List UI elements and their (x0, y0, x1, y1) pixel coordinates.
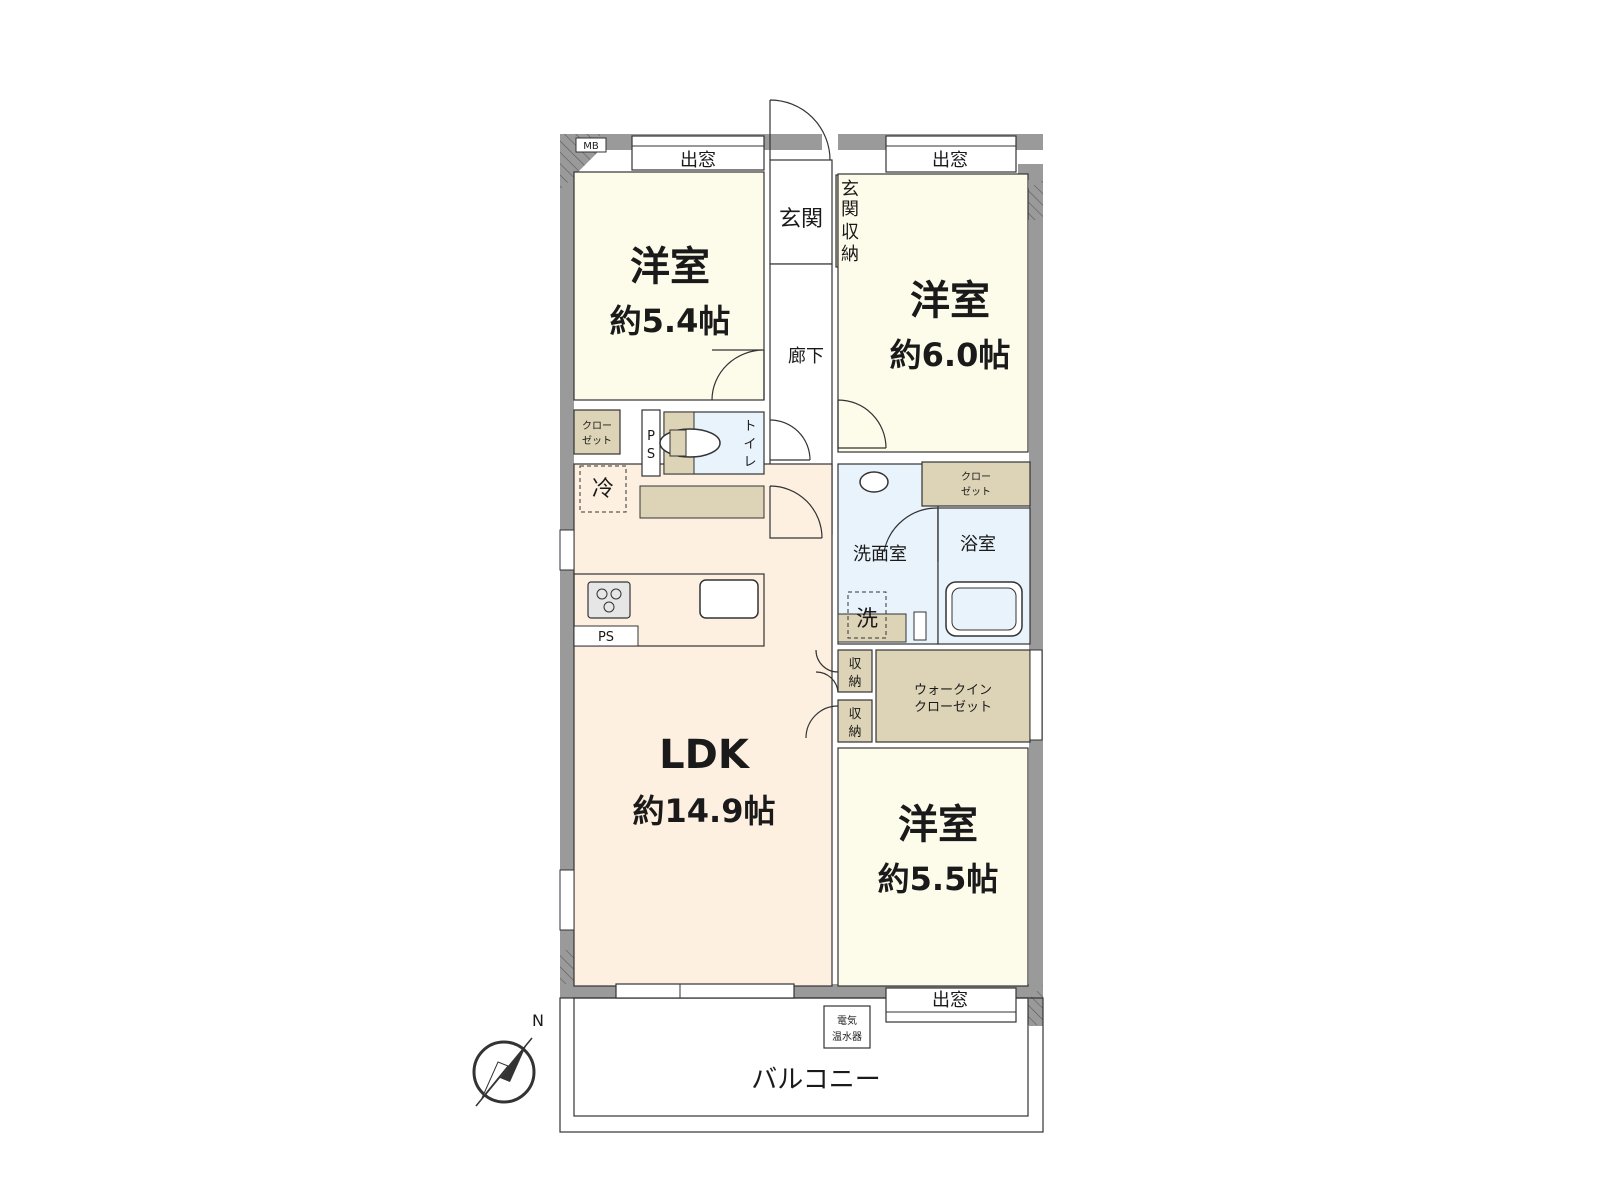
floor-storage-2 (837, 699, 873, 743)
ldk-name: LDK (659, 732, 751, 778)
floor-western-se (837, 747, 1029, 987)
bath-label: 浴室 (960, 534, 996, 555)
toilet-2: イ (743, 437, 756, 452)
floor-closet-nw (573, 409, 621, 455)
ldk-size: 約14.9帖 (633, 792, 776, 830)
floor-western-ne (837, 173, 1029, 453)
windows (559, 135, 1043, 1023)
closet-nw-2: ゼット (582, 435, 612, 447)
fridge-space (579, 465, 627, 513)
fixtures (573, 137, 1023, 1049)
north-label: N (532, 1011, 544, 1030)
western-se-size: 約5.5帖 (878, 860, 999, 898)
mb-label: MB (583, 141, 599, 152)
floor-closet-bath (921, 461, 1031, 507)
storage-2-a: 収 (848, 707, 861, 722)
entrance-storage-2: 関 (841, 199, 859, 220)
bay-window-3-label: 出窓 (932, 990, 968, 1011)
toilet-bowl (659, 428, 721, 458)
storage-1-a: 収 (848, 657, 861, 672)
ps-v-2: S (647, 447, 655, 462)
western-se-name: 洋室 (898, 802, 978, 848)
western-ne-name: 洋室 (910, 278, 990, 324)
western-ne-size: 約6.0帖 (890, 336, 1011, 374)
compass-icon (472, 1037, 536, 1107)
western-nw-name: 洋室 (630, 244, 710, 290)
ps-v-1: P (647, 429, 655, 444)
mb-box (575, 137, 607, 153)
toilet-1: ト (743, 419, 756, 434)
balcony-label: バルコニー (751, 1065, 880, 1095)
floor-western-nw (573, 171, 765, 401)
washer-label: 洗 (856, 607, 878, 632)
storage-1-b: 納 (848, 675, 861, 690)
stove (587, 581, 631, 619)
water-heater (823, 1005, 871, 1049)
floor-walk-in-closet (875, 649, 1031, 743)
wash-basin (859, 471, 889, 493)
floor-storage-1 (837, 649, 873, 693)
bay-window-1-label: 出窓 (680, 150, 716, 171)
washroom-label: 洗面室 (853, 544, 907, 565)
closet-nw-1: クロー (582, 420, 612, 432)
walk-in-closet-1: ウォークイン (914, 683, 992, 698)
storage-2-b: 納 (848, 725, 861, 740)
closet-bath-1: クロー (961, 471, 991, 483)
entrance-storage-4: 納 (841, 244, 859, 265)
western-nw-size: 約5.4帖 (610, 302, 731, 340)
closet-bath-2: ゼット (961, 486, 991, 498)
kitchen-sink (699, 579, 759, 619)
walk-in-closet-2: クローゼット (914, 700, 992, 715)
entrance-storage-3: 収 (841, 222, 859, 243)
water-heater-1: 電気 (837, 1014, 857, 1027)
toilet-3: レ (743, 455, 756, 470)
fridge-label: 冷 (592, 477, 614, 502)
water-heater-2: 温水器 (832, 1031, 862, 1043)
kitchen-counter (573, 573, 765, 647)
room-labels: 洋室 約5.4帖 洋室 約6.0帖 洋室 約5.5帖 LDK 約14.9帖 玄関… (532, 141, 1010, 1095)
room-floors (559, 159, 1044, 1133)
hallway-label: 廊下 (788, 346, 824, 367)
entrance-label: 玄関 (779, 207, 823, 232)
floor-ldk (573, 463, 833, 987)
bay-window-2-label: 出窓 (932, 150, 968, 171)
floor-entrance (769, 159, 833, 265)
entrance-storage-1: 玄 (841, 179, 859, 200)
ps-h: PS (598, 630, 614, 645)
doors (711, 99, 939, 739)
